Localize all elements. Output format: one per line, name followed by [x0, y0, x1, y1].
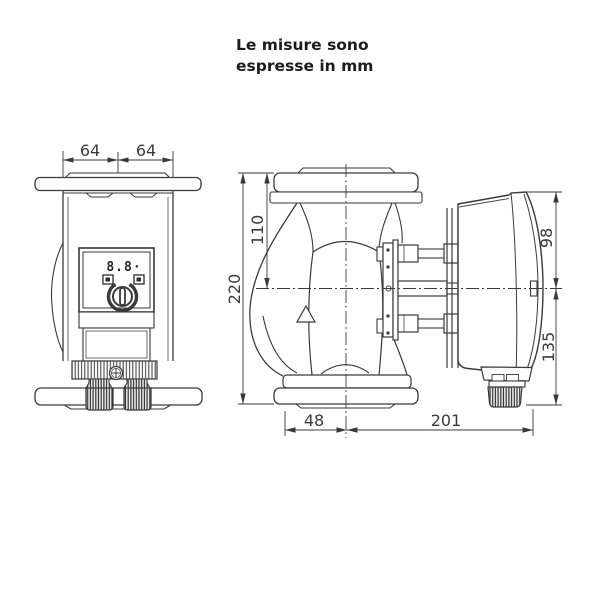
dim-135-label: 135 [539, 332, 558, 363]
motor-flange-assembly [376, 208, 471, 368]
tie-bolt-head [397, 314, 419, 333]
unit-note-line1: Le misure sono [236, 36, 369, 54]
cable-gland [85, 387, 114, 411]
knob-left-icon [102, 274, 114, 285]
dimension-annotations: 110 220 98 135 48 201 [225, 172, 562, 436]
cable-gland [487, 386, 523, 408]
unit-note-line2: espresse in mm [236, 57, 373, 75]
dim-201-label: 201 [431, 411, 462, 430]
control-knob [106, 282, 139, 313]
tie-bolt-shaft [417, 318, 448, 329]
front-view: 64 64 8.8· [34, 141, 203, 411]
cable-gland [123, 387, 152, 411]
tie-bolt-head [397, 244, 419, 263]
front-top-flange [34, 172, 202, 198]
knob-right-icon [133, 274, 145, 285]
dimension-flange-spacing: 64 64 [62, 141, 174, 177]
front-body [50, 193, 174, 361]
cable-gland-neck [123, 378, 151, 389]
control-panel: 8.8· [78, 247, 155, 313]
dim-64-left-label: 64 [80, 141, 100, 160]
dim-64-right-label: 64 [136, 141, 156, 160]
cable-gland-neck [85, 378, 113, 389]
side-view [249, 164, 562, 438]
dim-48-label: 48 [304, 411, 324, 430]
cable-gland-neck [488, 380, 526, 388]
unit-note: Le misure sono espresse in mm [236, 36, 373, 75]
flow-direction-icon [295, 304, 317, 323]
centerlines [256, 164, 562, 438]
tie-bolt-shaft [417, 248, 448, 259]
front-bottom-flange [34, 387, 203, 410]
volute-bulge-curve [50, 242, 64, 353]
dim-98-label: 98 [537, 228, 556, 248]
motor-module [457, 191, 544, 408]
dim-110-label: 110 [248, 215, 267, 246]
screw-icon [108, 365, 124, 381]
led-display: 8.8· [106, 260, 141, 275]
dim-220-label: 220 [225, 274, 244, 305]
front-cable-glands [85, 365, 152, 411]
